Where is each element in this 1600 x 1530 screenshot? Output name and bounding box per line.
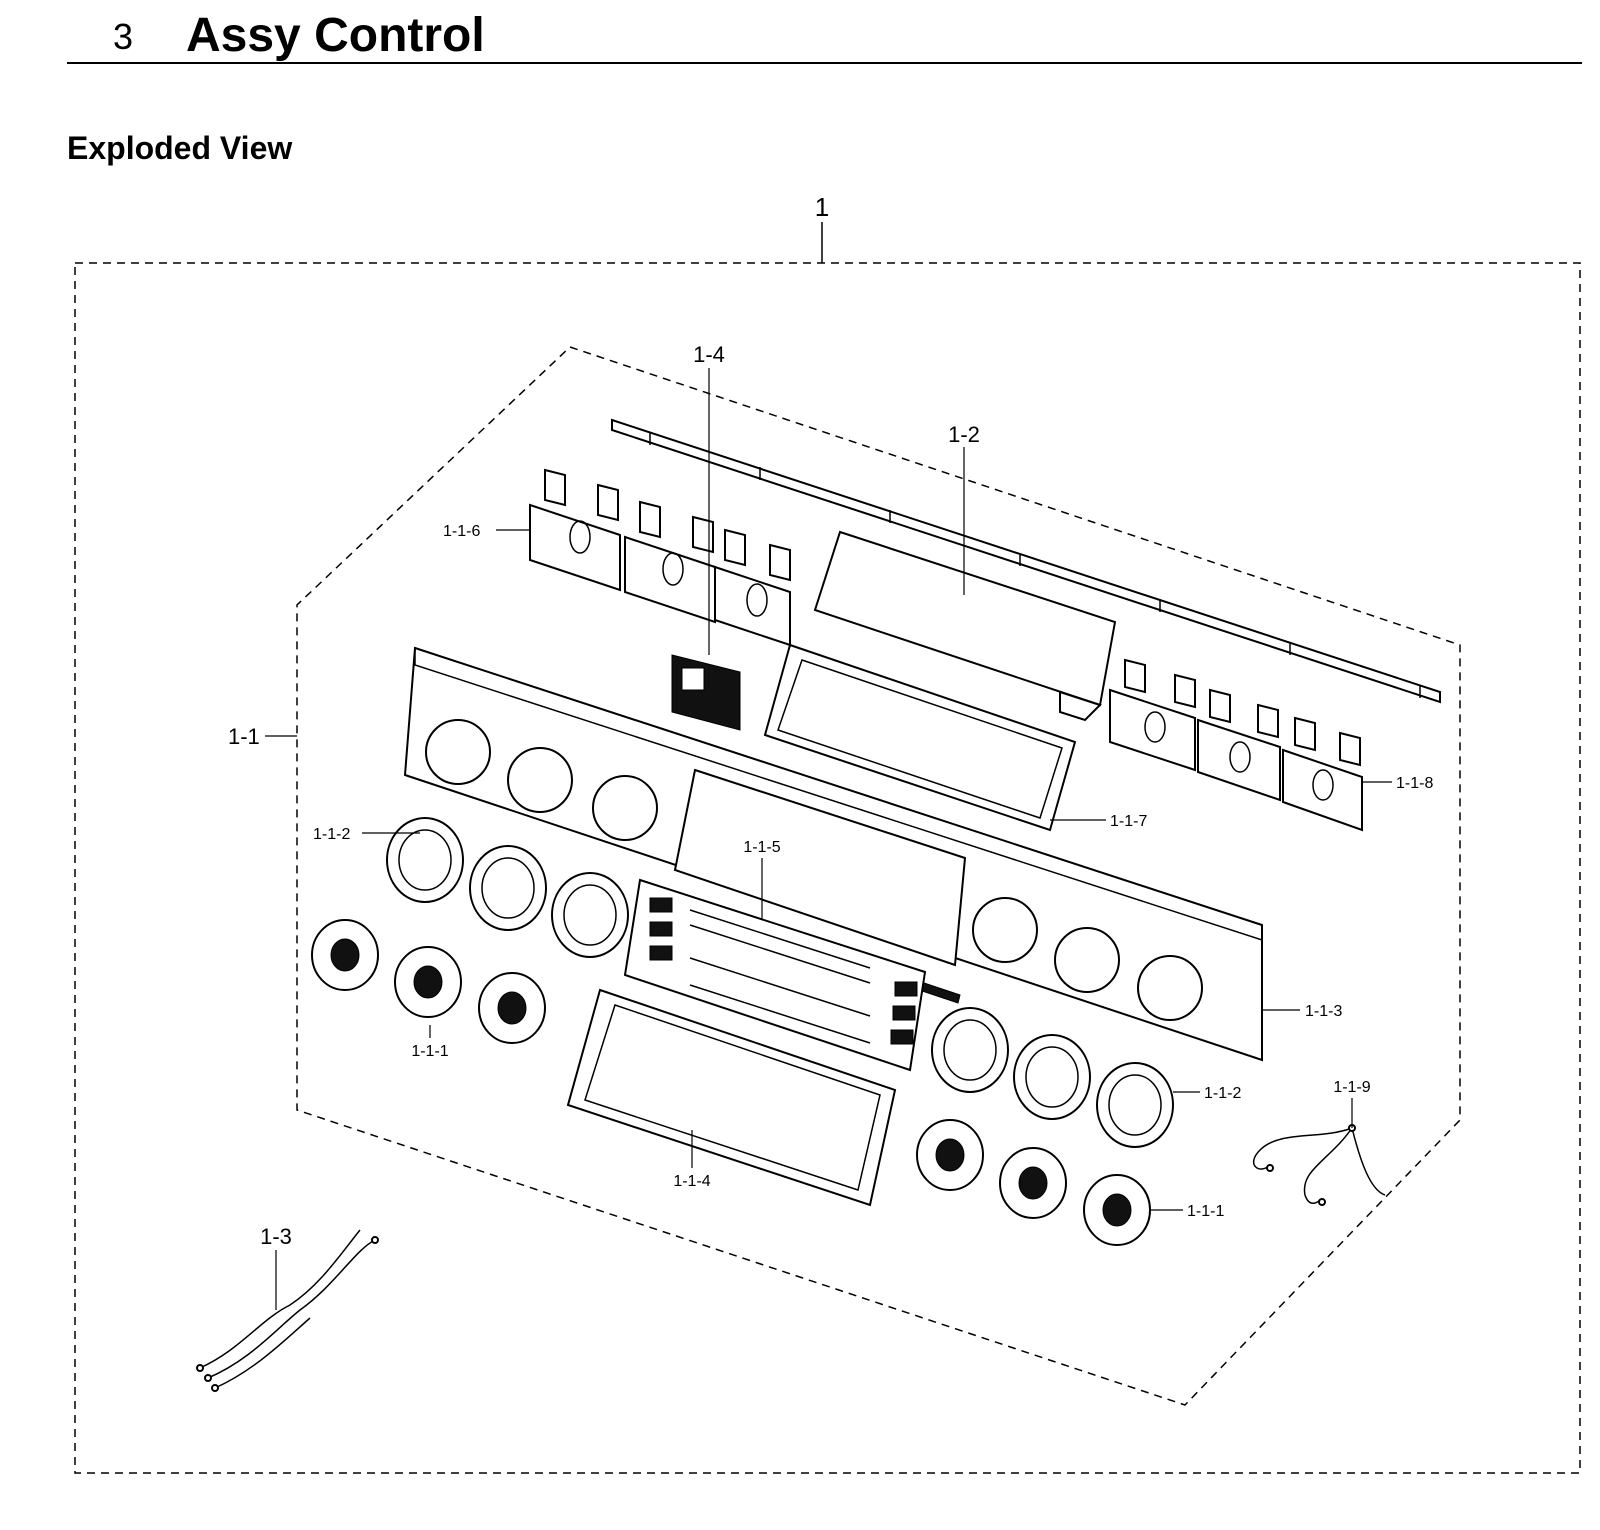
wire-harness-1-1-9 xyxy=(1253,1124,1386,1206)
wire-harness-1-3 xyxy=(196,1229,379,1392)
callout-1-1-9: 1-1-9 xyxy=(1333,1079,1370,1096)
section-subtitle: Exploded View xyxy=(67,130,293,166)
callout-1-4: 1-4 xyxy=(693,342,725,367)
pcb-tray-1-1-7 xyxy=(763,643,1077,832)
callout-1-1: 1-1 xyxy=(228,724,260,749)
callout-1-1-2-right: 1-1-2 xyxy=(1204,1085,1241,1102)
callout-1-1-8: 1-1-8 xyxy=(1396,775,1433,792)
knobs-left-1-1-1 xyxy=(311,919,546,1044)
knobs-right-1-1-1 xyxy=(916,1119,1151,1246)
page-title: Assy Control xyxy=(186,9,485,62)
knob-rings-right-1-1-2 xyxy=(931,1007,1174,1148)
sub-assembly-boundary xyxy=(296,346,1461,1406)
left-knob-brackets xyxy=(529,468,791,647)
callout-1-1-6: 1-1-6 xyxy=(443,523,480,540)
callout-1-1-3: 1-1-3 xyxy=(1305,1003,1342,1020)
leader-lines xyxy=(265,368,1392,1310)
callout-1-3: 1-3 xyxy=(260,1224,292,1249)
knob-rings-left-1-1-2 xyxy=(386,817,629,958)
right-knob-brackets xyxy=(1109,658,1363,832)
callout-1-1-1-right: 1-1-1 xyxy=(1187,1203,1224,1220)
callout-1: 1 xyxy=(815,192,829,222)
callout-1-1-2-left: 1-1-2 xyxy=(313,826,350,843)
header-rule xyxy=(67,62,1582,64)
top-rail xyxy=(611,418,1441,704)
front-frame-1-1-4 xyxy=(566,988,897,1207)
keypad-overlay xyxy=(623,878,927,1072)
callout-1-1-7: 1-1-7 xyxy=(1110,813,1147,830)
relay-1-4 xyxy=(671,654,741,731)
callout-1-1-5: 1-1-5 xyxy=(743,839,780,856)
callout-1-1-4: 1-1-4 xyxy=(673,1173,710,1190)
cover-1-2 xyxy=(813,530,1117,722)
callout-1-2: 1-2 xyxy=(948,422,980,447)
page-header: 3 Assy Control xyxy=(0,0,1600,80)
callout-1-1-1-left: 1-1-1 xyxy=(411,1043,448,1060)
section-number: 3 xyxy=(113,16,134,57)
